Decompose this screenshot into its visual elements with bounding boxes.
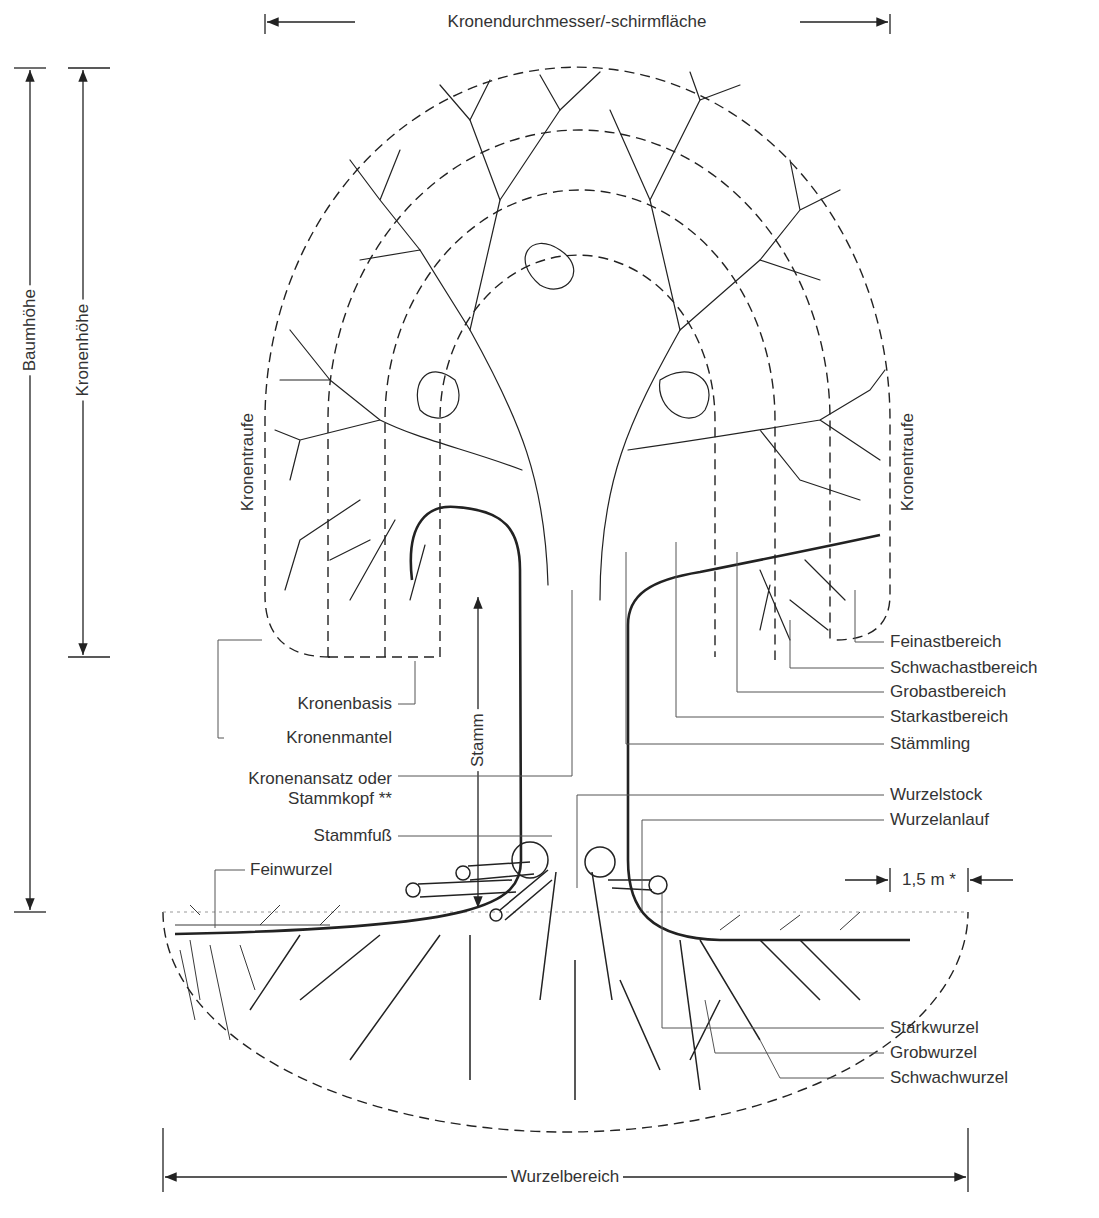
callout-label: Starkwurzel (890, 1018, 979, 1038)
dimension-label: Stamm (468, 709, 488, 771)
callout-label: Grobwurzel (890, 1043, 977, 1063)
fine-roots (175, 905, 860, 1040)
callout-label: Starkastbereich (890, 707, 1008, 727)
dimension-label: Baumhöhe (20, 285, 40, 375)
callout-label: Kronenansatz oder Stammkopf ** (222, 769, 392, 810)
leader-lines (215, 542, 884, 1078)
roots (250, 842, 860, 1100)
dimension-label: Kronentraufe (898, 409, 918, 515)
callout-label: Schwachastbereich (890, 658, 1037, 678)
callout-label: Grobastbereich (890, 682, 1006, 702)
dimension-label: Wurzelbereich (507, 1167, 623, 1187)
callout-label: Stammfuß (314, 826, 392, 846)
dimension-label: Kronenhöhe (73, 300, 93, 401)
dimension-label: Kronentraufe (238, 409, 258, 515)
callout-label: Feinwurzel (250, 860, 332, 880)
trunk-outline (175, 507, 910, 940)
dimension-label: Kronendurchmesser/-schirmfläche (444, 12, 711, 32)
callout-label: Feinastbereich (890, 632, 1002, 652)
callout-label: Wurzelanlauf (890, 810, 989, 830)
callout-label: Schwachwurzel (890, 1068, 1008, 1088)
branches (275, 72, 885, 640)
dimension-label: 1,5 m * (898, 870, 960, 890)
dimension-lines (14, 14, 1013, 1192)
callout-label: Stämmling (890, 734, 970, 754)
callout-label: Wurzelstock (890, 785, 982, 805)
ground-line (163, 911, 968, 912)
crown-zones (163, 67, 968, 1132)
callout-label: Kronenmantel (286, 728, 392, 748)
callout-label: Kronenbasis (297, 694, 392, 714)
